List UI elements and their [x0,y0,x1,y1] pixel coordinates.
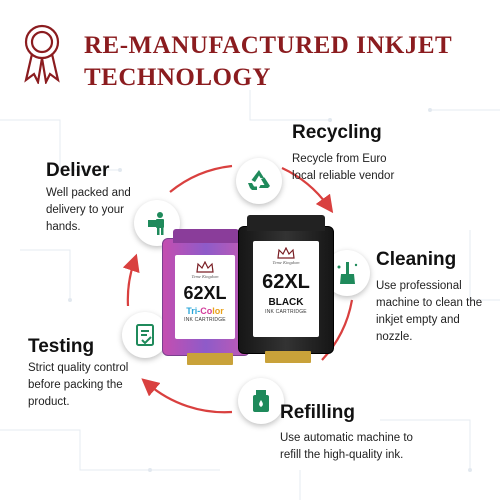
cartridge-chip [265,351,311,363]
recycling-description: Recycle from Euro local reliable vendor [292,153,395,182]
recycle-icon [236,158,282,204]
refilling-description: Use automatic machine to refill the high… [280,432,413,461]
ink-cartridge-text: INK CARTRIDGE [184,317,226,323]
testing-title: Testing [28,336,95,357]
tri-color-text: Tri-Color [186,306,224,316]
brand-name: Teme Kingdom [272,260,300,265]
crown-logo-icon [196,261,214,273]
ink-cartridge-text: INK CARTRIDGE [265,309,307,315]
recycling-title: Recycling [292,122,382,143]
tri-color-cartridge: Teme Kingdom 62XL Tri-Color INK CARTRIDG… [162,229,250,365]
cleaning-title: Cleaning [376,249,457,270]
black-label: Teme Kingdom 62XL BLACK INK CARTRIDGE [253,241,319,337]
testing-description: Strict quality control before packing th… [28,362,129,408]
black-model: 62XL [262,271,310,293]
ink-refill-icon [238,378,284,424]
cartridge-chip [187,353,233,365]
ribbon-medal-icon [24,24,60,84]
deliver-title: Deliver [46,160,110,181]
crown-logo-icon [277,247,295,259]
black-text: BLACK [268,297,304,308]
deliver-description: Well packed and delivery to your hands. [46,187,131,233]
checklist-icon [122,312,168,358]
cleaning-description: Use professional machine to clean the in… [376,280,483,343]
tri-color-model: 62XL [183,283,227,303]
refilling-title: Refilling [280,402,355,423]
page-title: RE-MANUFACTURED INKJET TECHNOLOGY [84,32,452,91]
brand-name: Teme Kingdom [191,274,219,279]
tri-color-label: Teme Kingdom 62XL Tri-Color INK CARTRIDG… [175,255,235,339]
black-cartridge: Teme Kingdom 62XL BLACK INK CARTRIDGE [238,215,334,363]
